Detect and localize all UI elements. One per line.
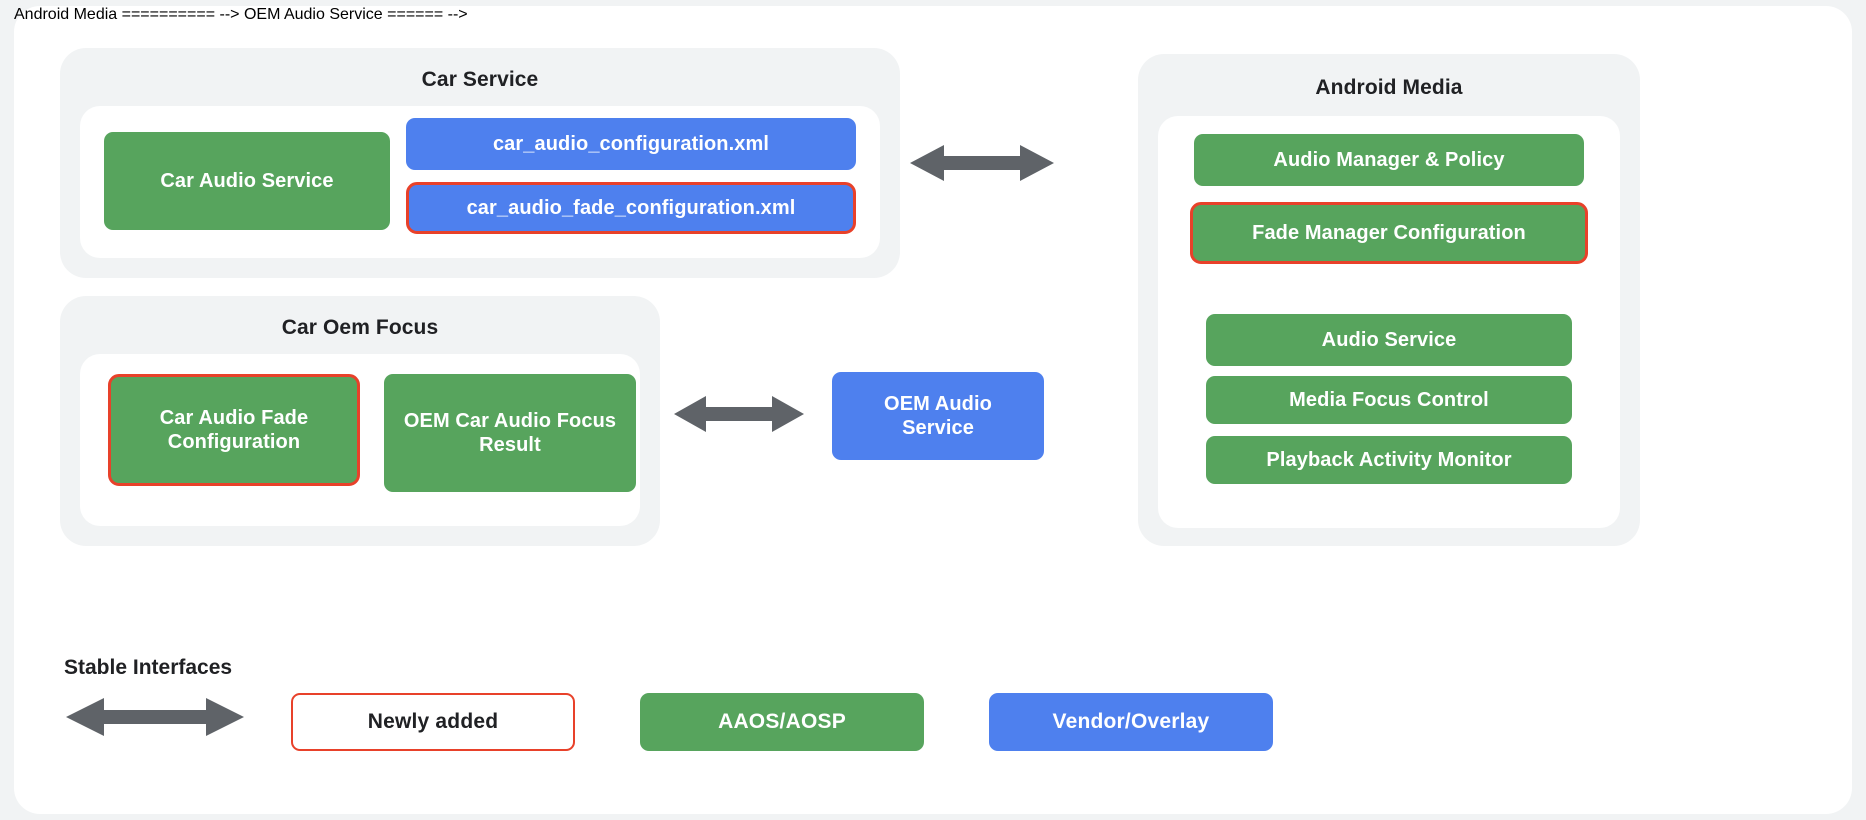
node-label-line-2: Service xyxy=(902,417,974,439)
connector-car-service-to-android-media xyxy=(910,143,1054,183)
node-label: Media Focus Control xyxy=(1289,388,1489,411)
node-oem-car-audio-focus-result[interactable]: OEM Car Audio Focus Result xyxy=(384,374,636,492)
node-audio-manager-policy[interactable]: Audio Manager & Policy xyxy=(1194,134,1584,186)
connector-car-oem-focus-to-oem-audio-service xyxy=(674,394,804,434)
node-label: Playback Activity Monitor xyxy=(1266,448,1512,471)
node-playback-activity-monitor[interactable]: Playback Activity Monitor xyxy=(1206,436,1572,484)
group-car-oem-focus-inner: Car Audio Fade Configuration OEM Car Aud… xyxy=(80,354,640,526)
node-label: OEM Car Audio Focus Result xyxy=(403,409,617,456)
diagram-card: Car Service Car Audio Service car_audio_… xyxy=(14,6,1852,814)
node-label: Fade Manager Configuration xyxy=(1252,221,1526,244)
group-android-media-inner: Audio Manager & Policy Fade Manager Conf… xyxy=(1158,116,1620,528)
node-label: Audio Manager & Policy xyxy=(1273,148,1505,171)
node-car-audio-service[interactable]: Car Audio Service xyxy=(104,132,390,230)
node-car-audio-configuration-xml[interactable]: car_audio_configuration.xml xyxy=(406,118,856,170)
node-label: car_audio_fade_configuration.xml xyxy=(466,196,796,219)
node-audio-service[interactable]: Audio Service xyxy=(1206,314,1572,366)
group-title-car-service: Car Service xyxy=(421,68,539,91)
legend-item-aaos-aosp[interactable]: AAOS/AOSP xyxy=(640,693,924,751)
node-label: Audio Service xyxy=(1321,328,1457,351)
group-title-android-media: Android Media xyxy=(1315,76,1463,99)
node-label: car_audio_configuration.xml xyxy=(492,132,770,155)
legend-item-label: Vendor/Overlay xyxy=(1052,710,1210,733)
node-label: Car Audio Service xyxy=(160,169,334,192)
group-car-oem-focus: Car Oem Focus Car Audio Fade Configurati… xyxy=(60,296,660,546)
legend-stable-interfaces-label: Stable Interfaces xyxy=(64,656,233,679)
node-media-focus-control[interactable]: Media Focus Control xyxy=(1206,376,1572,424)
group-car-service: Car Service Car Audio Service car_audio_… xyxy=(60,48,900,278)
legend-item-vendor-overlay[interactable]: Vendor/Overlay xyxy=(989,693,1273,751)
legend-double-headed-arrow-icon xyxy=(66,696,244,738)
group-car-service-inner: Car Audio Service car_audio_configuratio… xyxy=(80,106,880,258)
node-car-audio-fade-configuration-xml[interactable]: car_audio_fade_configuration.xml xyxy=(406,182,856,234)
group-android-media: Android Media Audio Manager & Policy Fad… xyxy=(1138,54,1640,546)
legend-item-newly-added[interactable]: Newly added xyxy=(291,693,575,751)
node-fade-manager-configuration[interactable]: Fade Manager Configuration xyxy=(1190,202,1588,264)
legend-item-label: AAOS/AOSP xyxy=(718,710,846,733)
node-oem-audio-service[interactable]: OEM Audio Service xyxy=(832,372,1044,460)
node-label: Car Audio Fade Configuration xyxy=(159,406,309,453)
group-title-car-oem-focus: Car Oem Focus xyxy=(281,316,439,339)
node-car-audio-fade-configuration[interactable]: Car Audio Fade Configuration xyxy=(108,374,360,486)
node-label-line-1: OEM Audio xyxy=(884,392,992,415)
legend-item-label: Newly added xyxy=(367,710,499,733)
